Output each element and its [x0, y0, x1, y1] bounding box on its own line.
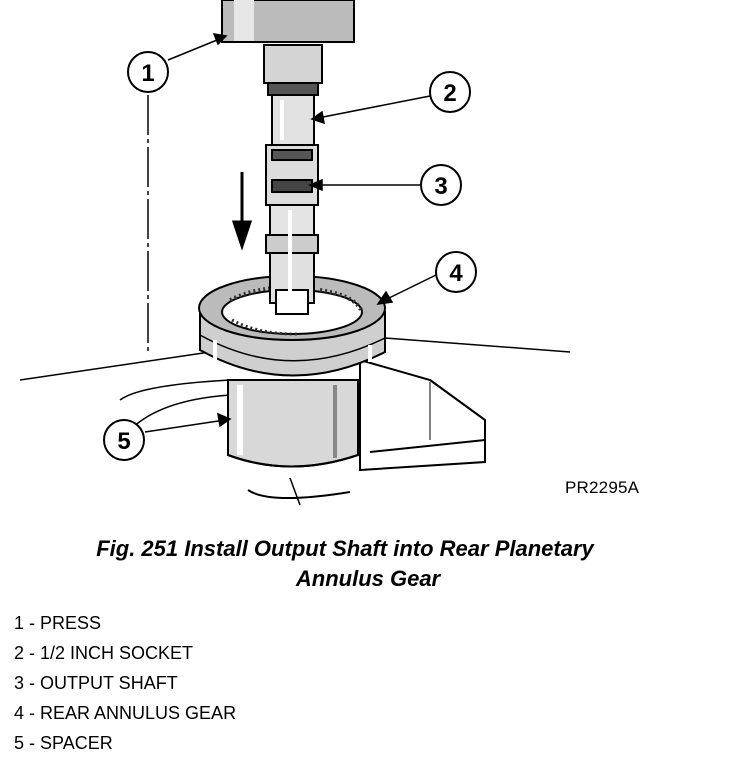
- legend-item: 1 - PRESS: [14, 613, 102, 633]
- callout-5: 5: [103, 419, 145, 461]
- spacer: [227, 379, 359, 468]
- press-bed: [247, 358, 486, 506]
- figure-code: PR2295A: [565, 478, 640, 497]
- press-assembly-illustration: 1 2 3 4 5: [19, 0, 571, 506]
- parts-legend: 1 - PRESS 2 - 1/2 INCH SOCKET 3 - OUTPUT…: [14, 608, 236, 758]
- legend-item: 3 - OUTPUT SHAFT: [14, 673, 178, 693]
- figure-caption: Fig. 251 Install Output Shaft into Rear …: [0, 534, 736, 594]
- legend-item: 2 - 1/2 INCH SOCKET: [14, 643, 194, 663]
- legend-item: 4 - REAR ANNULUS GEAR: [14, 703, 237, 723]
- callout-1: 1: [127, 51, 169, 93]
- caption-line-2: Annulus Gear: [295, 566, 441, 591]
- rear-annulus-gear: [198, 275, 386, 377]
- press-ram: [221, 0, 355, 43]
- half-inch-socket: [263, 44, 323, 146]
- svg-text:5: 5: [117, 428, 130, 455]
- output-shaft: [265, 144, 319, 315]
- caption-line-1: Fig. 251 Install Output Shaft into Rear …: [96, 536, 594, 561]
- callout-4: 4: [435, 251, 477, 293]
- leader-lines: [144, 33, 437, 433]
- callout-2: 2: [429, 71, 471, 113]
- callout-3: 3: [420, 164, 462, 206]
- svg-text:3: 3: [434, 173, 447, 200]
- press-direction-arrow: [231, 172, 253, 251]
- svg-text:2: 2: [443, 80, 456, 107]
- legend-item: 5 - SPACER: [14, 733, 113, 753]
- svg-text:4: 4: [449, 260, 463, 287]
- svg-text:1: 1: [141, 60, 154, 87]
